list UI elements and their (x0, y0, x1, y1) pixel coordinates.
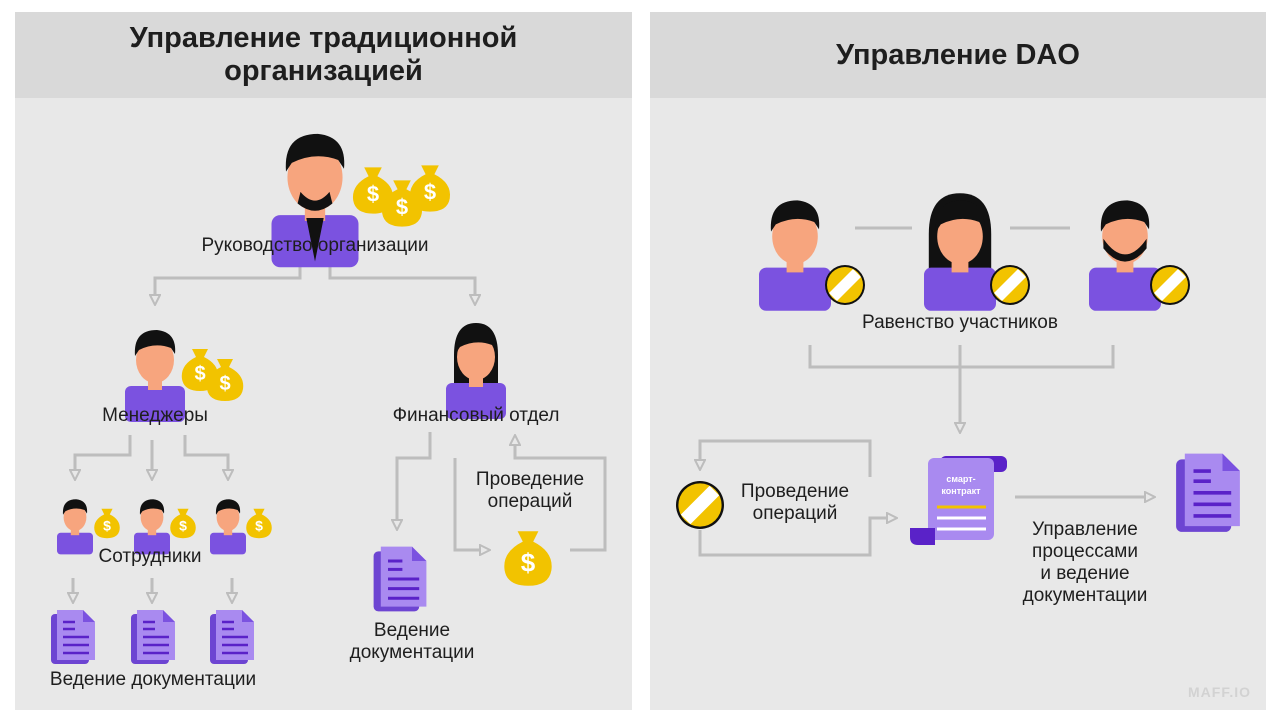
money-bag-icon (94, 508, 120, 539)
money-bag-icon (170, 508, 196, 539)
leader-avatar (271, 133, 359, 268)
label-line: документации (1022, 585, 1148, 606)
employees-label: Сотрудники (98, 546, 202, 567)
document-icon (129, 608, 177, 666)
label-line: и ведение (1040, 563, 1130, 584)
docs-label: Ведение документации (49, 669, 257, 690)
svg-text:контракт: контракт (941, 486, 981, 496)
title-line: Управление традиционной (129, 22, 518, 54)
member-avatar (924, 193, 996, 311)
title-line: организацией (224, 55, 423, 87)
label-line: документации (349, 642, 475, 663)
document-icon (372, 545, 428, 613)
employee-avatar (210, 499, 246, 555)
coin-icon (990, 265, 1030, 305)
coin-icon (825, 265, 865, 305)
dao-title: Управление DAO (650, 12, 1266, 98)
member-avatar (759, 200, 831, 311)
label-line: процессами (1032, 541, 1138, 562)
label-line: операций (487, 491, 573, 512)
document-icon (208, 608, 256, 666)
smart-contract-icon: смарт- контракт (910, 456, 1007, 545)
dao-panel: Управление DAO (650, 12, 1266, 710)
document-icon (1174, 451, 1242, 534)
employee-avatar (57, 499, 93, 555)
label-line: операций (752, 503, 838, 524)
svg-text:смарт-: смарт- (946, 474, 975, 484)
finance-avatar (446, 323, 506, 419)
money-bag-icon (504, 531, 552, 586)
label-line: Проведение (475, 469, 585, 490)
document-icon (49, 608, 97, 666)
member-avatar (1089, 200, 1161, 311)
label-line: Управление (1032, 519, 1138, 540)
coin-icon (676, 481, 724, 529)
finance-label: Финансовый отдел (392, 405, 560, 426)
equality-label: Равенство участников (862, 312, 1058, 333)
leadership-label: Руководство организации (201, 235, 429, 256)
watermark: MAFF.IO (1188, 684, 1251, 700)
coin-icon (1150, 265, 1190, 305)
label-line: Проведение (740, 481, 850, 502)
label-line: Ведение (373, 620, 451, 641)
connector-lines (73, 226, 1150, 598)
money-bag-icon (246, 508, 272, 539)
managers-label: Менеджеры (102, 405, 208, 426)
